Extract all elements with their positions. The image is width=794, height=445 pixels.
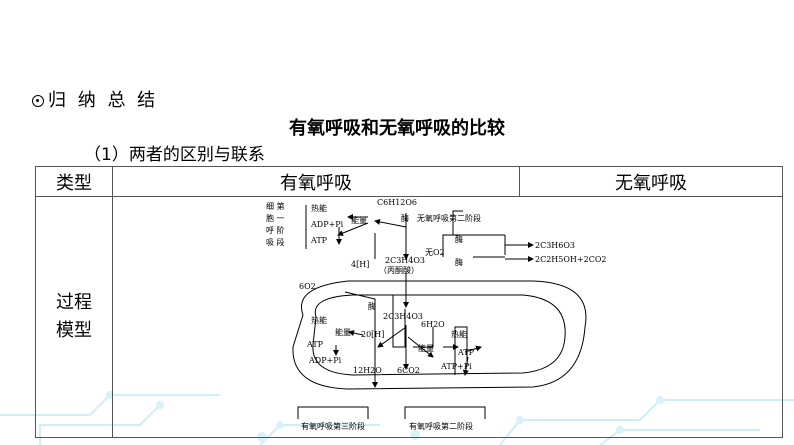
table-header-row: 类型 有氧呼吸 无氧呼吸 (35, 166, 783, 197)
adp-top-label: ADP+Pi (310, 220, 344, 229)
enzyme-a-label: 酶 (455, 234, 463, 244)
ethanol-label: 2C2H5OH+2CO2 (535, 255, 606, 264)
anaerobic-stage2-label: 无氧呼吸第二阶段 (417, 213, 481, 223)
enzyme-mito-label: 酶 (368, 301, 376, 311)
stage1-label-a: 细 第 (266, 201, 285, 211)
h4-label: 4[H] (351, 260, 369, 269)
lactic-label: 2C3H6O3 (535, 241, 575, 250)
bullet-icon (32, 95, 44, 107)
respiration-diagram: C6H12O6 酶 无氧呼吸第二阶段 细 第 胞 一 呼 阶 吸 段 热能 能量… (266, 198, 606, 431)
o2-label: 6O2 (299, 282, 316, 291)
heat-right-label: 热能 (451, 329, 467, 339)
atp-left-label: ATP (306, 340, 324, 349)
energy-right-label: 能量 (418, 343, 434, 353)
heat-left-label: 热能 (311, 315, 327, 325)
stage1-label-b: 胞 一 (266, 213, 285, 223)
adp-right-label: ATP+Pi (440, 362, 472, 371)
comparison-table: 类型 有氧呼吸 无氧呼吸 过程 模型 (35, 166, 783, 438)
glucose-label: C6H12O6 (377, 198, 417, 207)
subtitle: （1）两者的区别与联系 (84, 145, 265, 165)
energy-top-label: 能量 (351, 215, 367, 225)
atp-top-label: ATP (310, 236, 328, 245)
enzyme-b-label: 酶 (455, 257, 463, 267)
header-type: 类型 (35, 166, 113, 197)
h2o-out-label: 12H2O (353, 366, 382, 375)
enzyme-top-label: 酶 (401, 213, 409, 223)
section-heading: 归 纳 总 结 (32, 86, 158, 112)
no-o2-label: 无O2 (425, 248, 445, 257)
energy-left-label: 能量 (335, 327, 351, 337)
stage1-label-c: 呼 阶 (266, 225, 285, 235)
row-label-line2: 模型 (56, 320, 92, 341)
header-aerobic: 有氧呼吸 (112, 166, 520, 197)
atp-right-label: ATP (457, 348, 475, 357)
co2-label: 6CO2 (397, 366, 420, 375)
pyruvate-name-label: （丙酮酸） (379, 265, 419, 275)
table-row: 过程 模型 (35, 196, 783, 438)
pyruvate-label: 2C3H4O3 (385, 256, 425, 265)
page-title: 有氧呼吸和无氧呼吸的比较 (289, 118, 505, 139)
h2o-in-label: 6H2O (421, 320, 445, 329)
header-anaerobic: 无氧呼吸 (519, 166, 783, 197)
row-label-line1: 过程 (56, 292, 92, 313)
aerobic-stage3-label: 有氧呼吸第三阶段 (301, 421, 365, 431)
aerobic-stage2-label: 有氧呼吸第二阶段 (409, 421, 473, 431)
h20-label: 20[H] (361, 330, 384, 339)
process-model-cell: C6H12O6 酶 无氧呼吸第二阶段 细 第 胞 一 呼 阶 吸 段 热能 能量… (112, 196, 783, 438)
section-label: 归 纳 总 结 (48, 90, 159, 111)
heat-top-label: 热能 (311, 203, 327, 213)
stage1-label-d: 吸 段 (266, 237, 285, 247)
pyruvate-mito-label: 2C3H4O3 (383, 312, 423, 321)
row-label: 过程 模型 (35, 196, 113, 438)
adp-left-label: ADP+Pi (308, 356, 342, 365)
